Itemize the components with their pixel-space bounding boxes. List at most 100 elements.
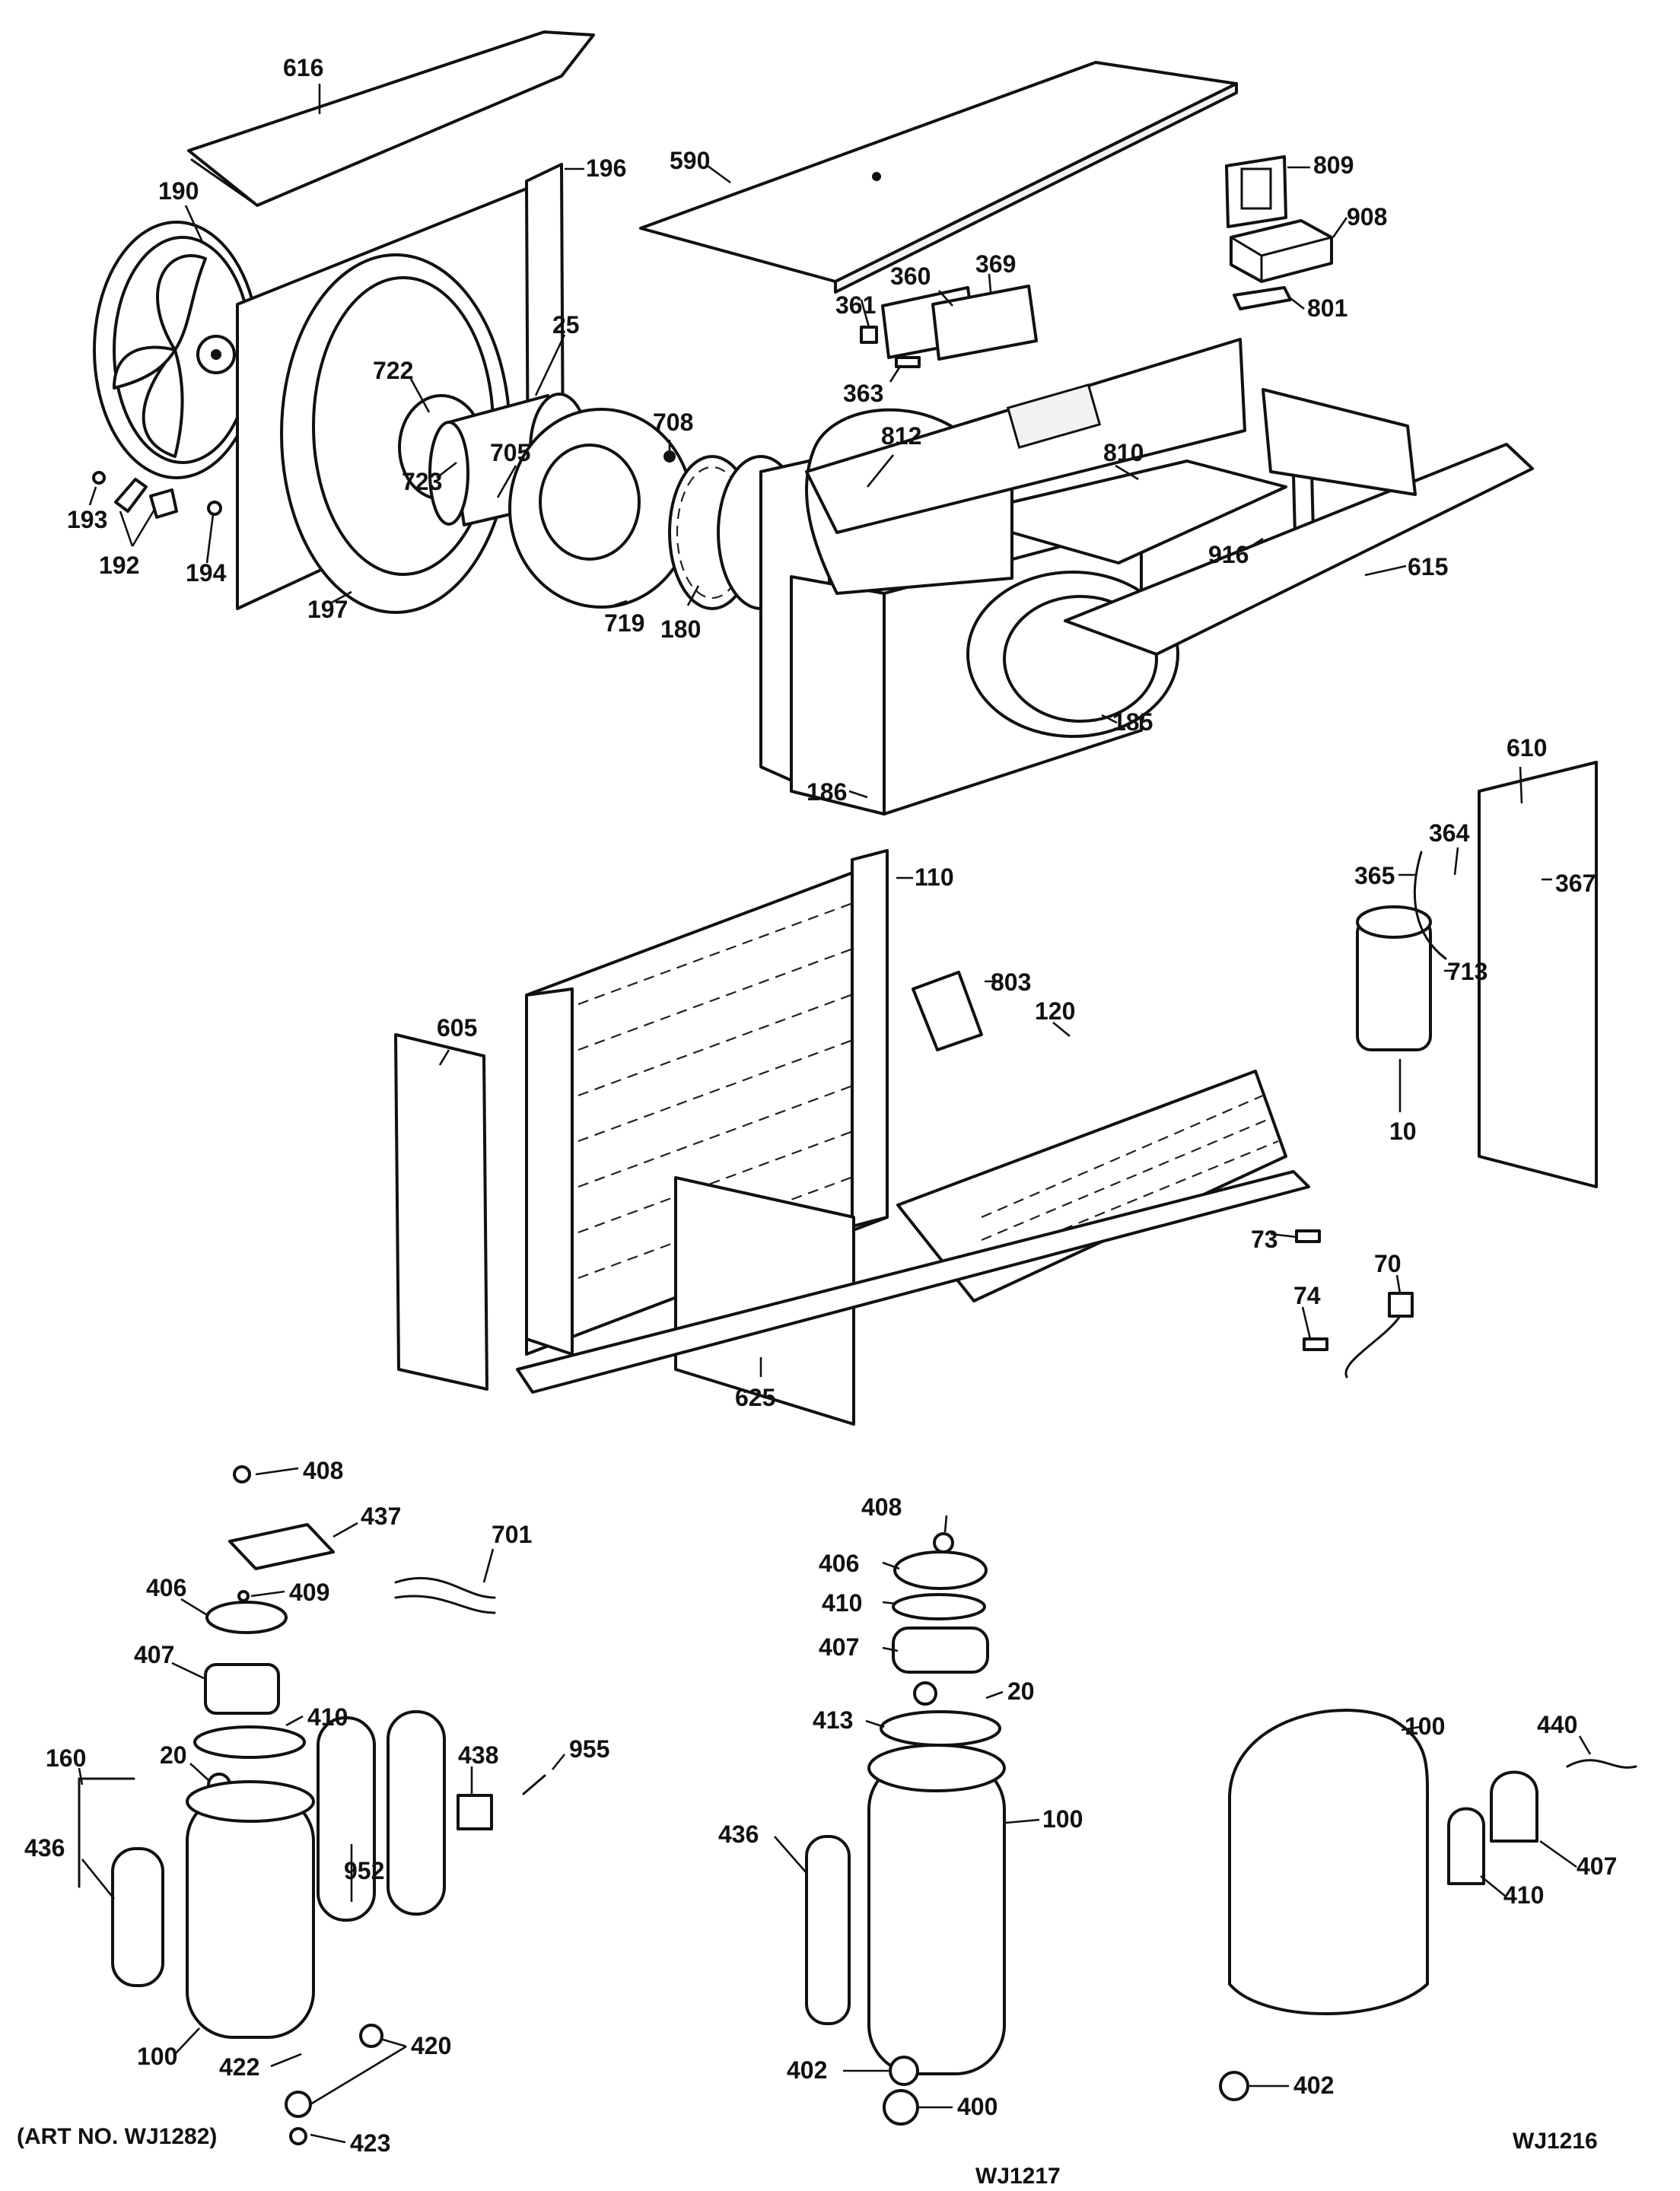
callout-801: 801 bbox=[1307, 294, 1348, 322]
callout-110: 110 bbox=[915, 863, 954, 891]
callout-160: 160 bbox=[46, 1744, 86, 1772]
leader-lines bbox=[78, 84, 1592, 2144]
callout-100-c: 100 bbox=[1405, 1712, 1445, 1740]
callout-100-b: 100 bbox=[1042, 1805, 1083, 1833]
callout-74: 74 bbox=[1293, 1282, 1321, 1309]
callout-809: 809 bbox=[1313, 151, 1354, 179]
callout-408-a: 408 bbox=[303, 1457, 343, 1484]
callout-723: 723 bbox=[402, 468, 442, 495]
callout-73: 73 bbox=[1251, 1226, 1278, 1253]
callout-406-b: 406 bbox=[819, 1550, 859, 1577]
callout-605: 605 bbox=[437, 1014, 477, 1041]
control-board-369 bbox=[931, 285, 1038, 361]
bracket-437 bbox=[228, 1523, 335, 1570]
callout-402-a: 402 bbox=[787, 2056, 827, 2084]
bracket-192b bbox=[149, 488, 178, 519]
callout-803: 803 bbox=[991, 968, 1031, 996]
power-cord-70 bbox=[1344, 1292, 1414, 1379]
terminal-boot-407b bbox=[892, 1627, 989, 1674]
callout-190: 190 bbox=[158, 177, 199, 205]
callout-192: 192 bbox=[99, 552, 139, 579]
callout-406-a: 406 bbox=[146, 1574, 186, 1601]
wire-harness-701 bbox=[394, 1577, 496, 1614]
callout-367: 367 bbox=[1555, 870, 1596, 897]
callout-100-a: 100 bbox=[137, 2043, 177, 2070]
gasket-410b bbox=[892, 1593, 986, 1620]
bracket-803 bbox=[912, 971, 983, 1051]
callout-365: 365 bbox=[1354, 862, 1395, 889]
callout-413: 413 bbox=[813, 1706, 853, 1734]
wire-440 bbox=[1566, 1759, 1637, 1769]
callout-186: 186 bbox=[807, 778, 847, 806]
insulation-block-908 bbox=[1230, 219, 1333, 283]
terminal-cover-406a bbox=[205, 1601, 288, 1634]
callout-590: 590 bbox=[670, 147, 710, 174]
base-tray-615 bbox=[1064, 388, 1534, 656]
top-cover-590 bbox=[639, 61, 1238, 294]
callout-180: 180 bbox=[660, 615, 701, 643]
callout-705: 705 bbox=[490, 439, 530, 466]
callout-440: 440 bbox=[1537, 1711, 1577, 1738]
callout-610: 610 bbox=[1507, 734, 1547, 762]
motor-mount-ring-719 bbox=[508, 408, 694, 609]
callout-25: 25 bbox=[552, 311, 580, 339]
base-rail bbox=[516, 1170, 1310, 1394]
gasket-410a bbox=[193, 1725, 306, 1759]
callout-719: 719 bbox=[604, 609, 644, 637]
callout-615: 615 bbox=[1408, 553, 1448, 580]
tube-160 bbox=[78, 1777, 135, 1888]
callout-955: 955 bbox=[569, 1735, 609, 1763]
callout-361: 361 bbox=[835, 291, 876, 319]
strain-relief-74 bbox=[1303, 1337, 1328, 1351]
callout-410-b: 410 bbox=[822, 1589, 862, 1617]
callout-409: 409 bbox=[289, 1579, 329, 1606]
terminal-cover-406b bbox=[893, 1550, 988, 1590]
bracket-809 bbox=[1225, 155, 1287, 228]
callout-952: 952 bbox=[344, 1857, 384, 1884]
art-number: (ART NO. WJ1282) bbox=[17, 2124, 217, 2149]
terminal-20b bbox=[913, 1681, 937, 1706]
callout-436-b: 436 bbox=[718, 1821, 759, 1848]
callout-436-a: 436 bbox=[24, 1834, 65, 1862]
callout-70: 70 bbox=[1374, 1250, 1402, 1277]
gasket-413 bbox=[880, 1710, 1001, 1747]
callout-420: 420 bbox=[411, 2032, 451, 2059]
clip-73 bbox=[1295, 1229, 1321, 1243]
callout-193: 193 bbox=[67, 506, 107, 533]
callout-438: 438 bbox=[458, 1741, 498, 1769]
side-panel-605 bbox=[394, 1033, 488, 1391]
orifice-ring-185 bbox=[966, 571, 1179, 738]
compressor-100c bbox=[1228, 1709, 1430, 2015]
callout-616: 616 bbox=[283, 54, 323, 81]
callout-407-b: 407 bbox=[819, 1633, 859, 1661]
callout-410-a: 410 bbox=[307, 1703, 348, 1731]
nut-193 bbox=[92, 471, 106, 485]
mount-400 bbox=[883, 2089, 919, 2126]
callout-423: 423 bbox=[350, 2129, 390, 2157]
compressor-100a bbox=[186, 1780, 315, 2039]
condenser-shroud-197 bbox=[236, 181, 551, 614]
callout-369: 369 bbox=[975, 250, 1016, 278]
callout-402-b: 402 bbox=[1293, 2072, 1334, 2099]
callout-810: 810 bbox=[1103, 439, 1144, 466]
variant-label-wj1216: WJ1216 bbox=[1513, 2129, 1598, 2154]
callout-407-c: 407 bbox=[1577, 1852, 1617, 1880]
variant-label-wj1217: WJ1217 bbox=[975, 2164, 1061, 2189]
control-bracket-610 bbox=[1478, 761, 1598, 1188]
clip-801 bbox=[1233, 286, 1292, 310]
callout-185: 185 bbox=[1112, 708, 1153, 736]
fan-blade-190 bbox=[93, 221, 260, 479]
nut-423 bbox=[289, 2127, 307, 2145]
callout-20-a: 20 bbox=[160, 1741, 187, 1769]
callout-20-b: 20 bbox=[1007, 1677, 1035, 1705]
grommet-402b bbox=[1219, 2071, 1249, 2101]
capacitor-10 bbox=[1356, 905, 1432, 1051]
callout-197: 197 bbox=[307, 596, 348, 623]
compressor-100b bbox=[867, 1744, 1006, 2075]
terminal-boot-407a bbox=[204, 1663, 280, 1715]
gasket-410c bbox=[1447, 1807, 1485, 1885]
top-panel-616 bbox=[187, 30, 595, 207]
callout-363: 363 bbox=[843, 380, 883, 407]
callout-812: 812 bbox=[881, 422, 921, 450]
